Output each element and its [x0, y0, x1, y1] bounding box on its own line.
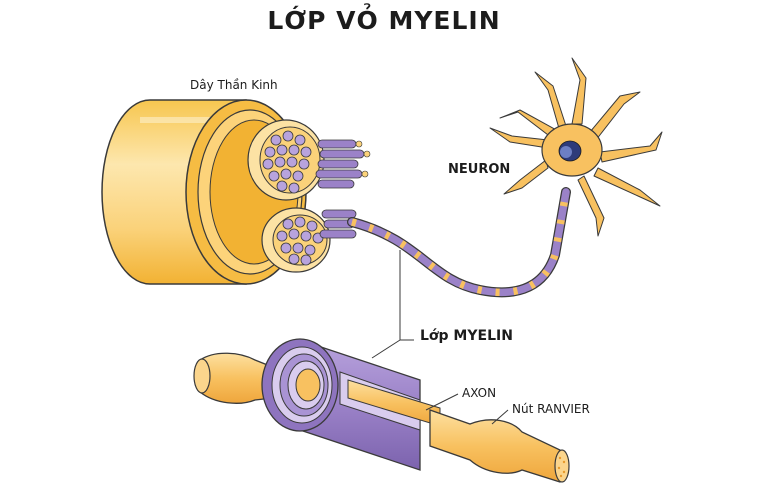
- label-nerve: Dây Thần Kinh: [190, 78, 278, 92]
- neuron: [489, 57, 663, 237]
- leader-lines: [371, 250, 509, 425]
- nerve-bundle: [101, 99, 371, 285]
- myelin-sheath-closeup: [193, 338, 570, 483]
- label-myelin: Lớp MYELIN: [420, 328, 513, 344]
- nerve-fiber-path: [347, 187, 571, 298]
- leader-line-node: [491, 409, 509, 425]
- label-node-of-ranvier: Nút RANVIER: [512, 402, 590, 416]
- leader-line-axon: [425, 393, 459, 411]
- label-axon: AXON: [462, 386, 497, 400]
- page-title: LỚP VỎ MYELIN: [267, 6, 501, 35]
- label-neuron: NEURON: [448, 162, 511, 177]
